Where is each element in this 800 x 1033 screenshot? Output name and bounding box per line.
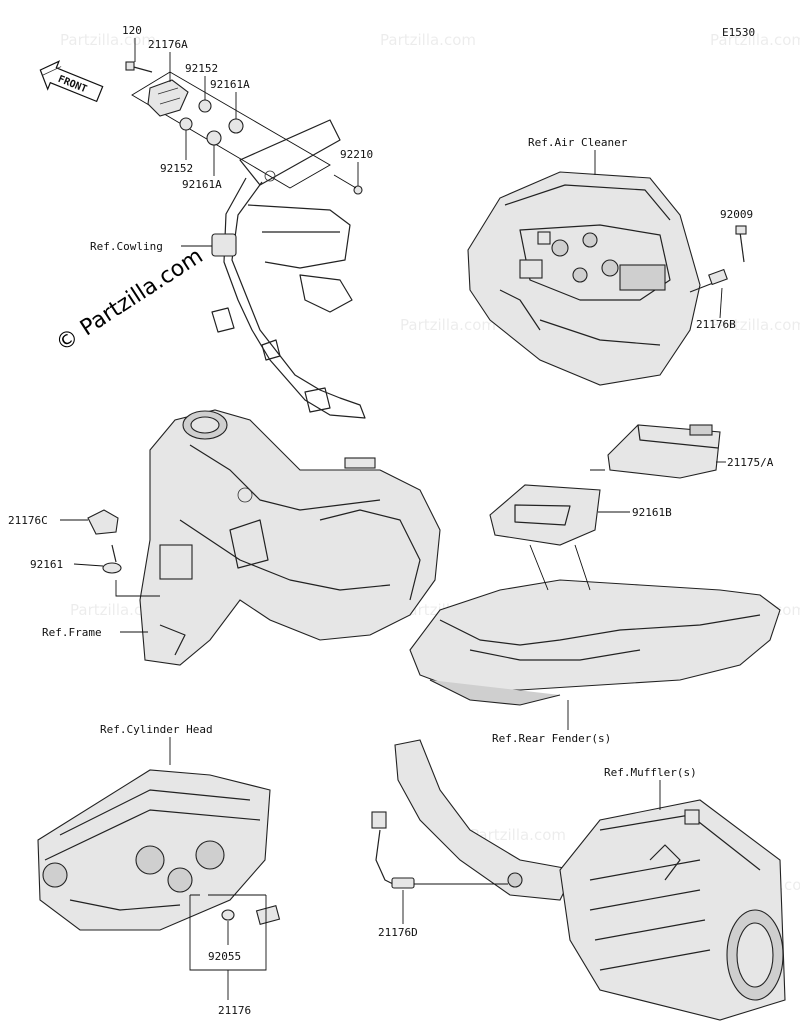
- label-120: 120: [122, 24, 142, 37]
- watermark-text: Partzilla.com: [470, 826, 566, 844]
- label-21176B: 21176B: [696, 318, 736, 331]
- label-92152-upper: 92152: [185, 62, 218, 75]
- label-92152-lower: 92152: [160, 162, 193, 175]
- cylinder-head-group: [37, 769, 281, 971]
- watermark-text: Partzilla.com: [710, 31, 800, 49]
- watermark-text: Partzilla.com: [380, 31, 476, 49]
- muffler-group: [371, 739, 786, 1021]
- label-92009: 92009: [720, 208, 753, 221]
- label-92161: 92161: [30, 558, 63, 571]
- diagram-code: E1530: [722, 26, 755, 39]
- front-arrow-icon: FRONT: [39, 60, 104, 103]
- label-21175A: 21175/A: [727, 456, 774, 469]
- watermark-text: Partzilla.com: [60, 31, 156, 49]
- label-92161A-lower: 92161A: [182, 178, 222, 191]
- watermark-main: © Partzilla.com: [52, 244, 208, 357]
- label-ref-cylinder-head: Ref.Cylinder Head: [100, 723, 213, 736]
- label-92161A-upper: 92161A: [210, 78, 250, 91]
- label-21176: 21176: [218, 1004, 251, 1017]
- cowling-bracket-group: [125, 61, 366, 419]
- label-92210: 92210: [340, 148, 373, 161]
- label-ref-air-cleaner: Ref.Air Cleaner: [528, 136, 628, 149]
- label-21176C: 21176C: [8, 514, 48, 527]
- label-21176D: 21176D: [378, 926, 418, 939]
- label-92055: 92055: [208, 950, 241, 963]
- frame-group: [87, 409, 441, 666]
- air-cleaner-group: [467, 171, 747, 386]
- label-92161B: 92161B: [632, 506, 672, 519]
- label-ref-frame: Ref.Frame: [42, 626, 102, 639]
- label-ref-muffler: Ref.Muffler(s): [604, 766, 697, 779]
- watermark-text: Partzilla.com: [400, 316, 496, 334]
- label-21176A: 21176A: [148, 38, 188, 51]
- ecu-fender-group: [409, 424, 781, 706]
- label-ref-cowling: Ref.Cowling: [90, 240, 163, 253]
- label-ref-rear-fender: Ref.Rear Fender(s): [492, 732, 611, 745]
- watermark-text: Partzilla.com: [710, 316, 800, 334]
